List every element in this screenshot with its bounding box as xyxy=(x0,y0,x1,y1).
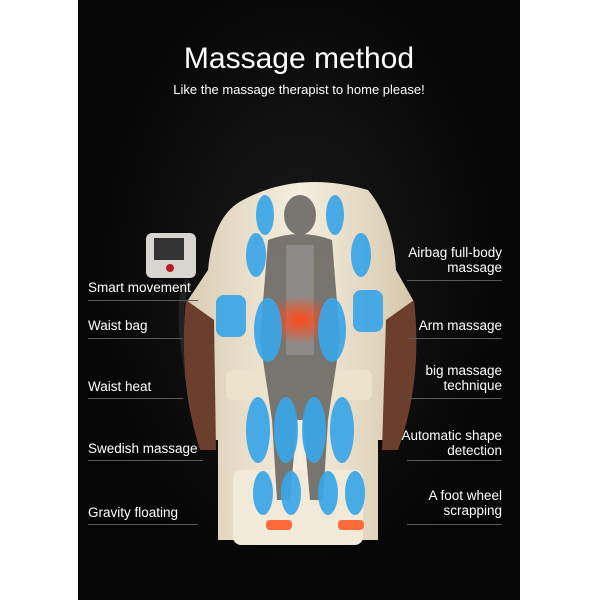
label-line: scrapping xyxy=(443,503,502,518)
feature-waist-bag: Waist bag xyxy=(88,318,148,333)
feature-arm-massage: Arm massage xyxy=(418,318,502,333)
label-line: technique xyxy=(443,378,502,393)
foot-rollers xyxy=(266,520,364,530)
divider xyxy=(407,524,502,525)
divider xyxy=(88,524,198,525)
feature-gravity-floating: Gravity floating xyxy=(88,505,179,520)
label-line: A foot wheel xyxy=(428,488,502,503)
divider xyxy=(88,338,183,339)
feature-swedish-massage: Swedish massage xyxy=(88,441,198,456)
feature-waist-heat: Waist heat xyxy=(88,379,152,394)
feature-smart-movement: Smart movement xyxy=(88,280,191,295)
divider xyxy=(88,460,203,461)
page-subtitle: Like the massage therapist to home pleas… xyxy=(173,82,425,97)
airbags xyxy=(216,195,383,515)
label-line: Airbag full-body xyxy=(408,245,502,260)
label-line: detection xyxy=(447,443,502,458)
divider xyxy=(407,398,502,399)
product-panel: Massage method Like the massage therapis… xyxy=(78,0,520,600)
divider xyxy=(407,460,502,461)
label-line: big massage xyxy=(425,363,502,378)
massage-chair-illustration xyxy=(146,182,417,545)
divider xyxy=(88,398,183,399)
label-line: Automatic shape xyxy=(401,428,502,443)
page-title: Massage method xyxy=(183,42,415,75)
remote-control xyxy=(146,233,196,381)
divider xyxy=(88,300,198,301)
label-line: massage xyxy=(447,260,502,275)
divider xyxy=(407,280,502,281)
divider xyxy=(407,338,502,339)
